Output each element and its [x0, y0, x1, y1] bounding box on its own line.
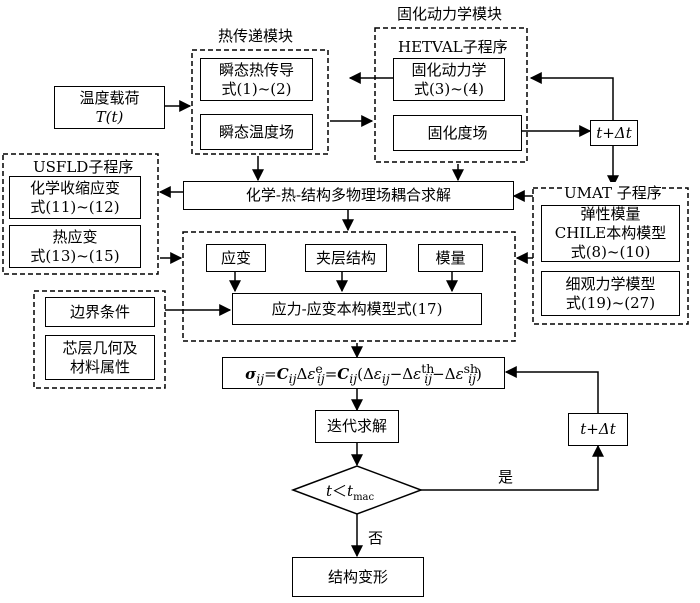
yes-label: 是 — [498, 468, 514, 486]
transient-heat-eq: 式(1)~(2) — [221, 79, 292, 98]
time-increment-top-box: t+Δt — [590, 120, 638, 146]
strain-label: 应变 — [220, 248, 251, 267]
boundary-label: 边界条件 — [69, 302, 130, 321]
temp-load-box: 温度载荷 T(t) — [54, 86, 165, 129]
core-geom-box: 芯层几何及 材料属性 — [45, 335, 155, 380]
boundary-box: 边界条件 — [45, 297, 155, 327]
strain-box: 应变 — [206, 244, 266, 272]
cure-module-title: 固化动力学模块 — [397, 3, 503, 24]
cure-module-frame — [374, 27, 528, 163]
modulus-box: 模量 — [418, 244, 483, 272]
decision-label: t＜tmac — [326, 482, 375, 503]
transient-temp-box: 瞬态温度场 — [200, 114, 313, 150]
cure-degree-label: 固化度场 — [427, 123, 488, 142]
temp-load-symbol: T(t) — [95, 107, 124, 126]
middle-frame — [182, 231, 516, 342]
result-box: 结构变形 — [292, 557, 424, 597]
iterate-box: 迭代求解 — [315, 410, 399, 443]
heat-module-frame — [191, 49, 329, 155]
hetval-title: HETVAL子程序 — [398, 36, 508, 57]
constitutive-equation-box: σij=CijΔεeij=Cij(Δεij−Δεthij−Δεshij) — [222, 357, 505, 389]
modulus-label: 模量 — [435, 248, 466, 267]
chem-shrink-eq: 式(11)~(12) — [30, 197, 120, 216]
elastic-modulus-model: CHILE本构模型 — [554, 224, 667, 242]
usfld-title: USFLD子程序 — [33, 156, 134, 177]
elastic-modulus-label: 弹性模量 — [580, 205, 641, 223]
chem-shrink-label: 化学收缩应变 — [29, 178, 120, 197]
constitutive-label: 应力-应变本构模型式(17) — [271, 299, 443, 318]
core-geom-label: 芯层几何及 — [62, 338, 138, 357]
iterate-label: 迭代求解 — [326, 417, 387, 435]
umat-title: UMAT 子程序 — [564, 182, 662, 203]
micromech-eq: 式(19)~(27) — [565, 293, 656, 312]
decision-diamond — [290, 465, 424, 515]
umat-frame — [532, 187, 689, 325]
no-label: 否 — [368, 529, 384, 547]
transient-heat-label: 瞬态热传导 — [218, 60, 294, 79]
core-geom-label-2: 材料属性 — [69, 357, 130, 376]
coupled-solve-box: 化学-热-结构多物理场耦合求解 — [183, 181, 514, 210]
time-increment-bottom-label: t+Δt — [580, 420, 616, 438]
constitutive-box: 应力-应变本构模型式(17) — [232, 293, 482, 325]
cure-degree-box: 固化度场 — [393, 115, 522, 151]
thermal-strain-box: 热应变 式(13)~(15) — [9, 225, 141, 268]
constitutive-equation: σij=CijΔεeij=Cij(Δεij−Δεthij−Δεshij) — [245, 360, 482, 386]
thermal-strain-eq: 式(13)~(15) — [30, 246, 120, 265]
sandwich-label: 夹层结构 — [315, 248, 376, 267]
usfld-frame — [2, 153, 159, 275]
coupled-solve-label: 化学-热-结构多物理场耦合求解 — [245, 186, 452, 204]
temp-load-label: 温度载荷 — [79, 88, 140, 107]
micromech-box: 细观力学模型 式(19)~(27) — [541, 271, 680, 316]
micromech-label: 细观力学模型 — [565, 274, 656, 293]
heat-module-title: 热传递模块 — [218, 25, 294, 46]
elastic-modulus-box: 弹性模量 CHILE本构模型 式(8)~(10) — [541, 205, 680, 262]
sandwich-box: 夹层结构 — [305, 244, 387, 272]
time-increment-top-label: t+Δt — [596, 123, 632, 142]
cure-kinetics-label: 固化动力学 — [411, 60, 487, 79]
chem-shrink-box: 化学收缩应变 式(11)~(12) — [9, 176, 141, 219]
result-label: 结构变形 — [327, 567, 388, 586]
transient-temp-label: 瞬态温度场 — [218, 122, 294, 141]
elastic-modulus-eq: 式(8)~(10) — [570, 243, 651, 261]
cure-kinetics-eq: 式(3)~(4) — [413, 79, 485, 98]
time-increment-bottom-box: t+Δt — [568, 413, 628, 446]
thermal-strain-label: 热应变 — [52, 227, 98, 246]
cure-kinetics-box: 固化动力学 式(3)~(4) — [393, 58, 505, 101]
transient-heat-box: 瞬态热传导 式(1)~(2) — [200, 58, 313, 101]
boundary-frame — [33, 290, 166, 389]
